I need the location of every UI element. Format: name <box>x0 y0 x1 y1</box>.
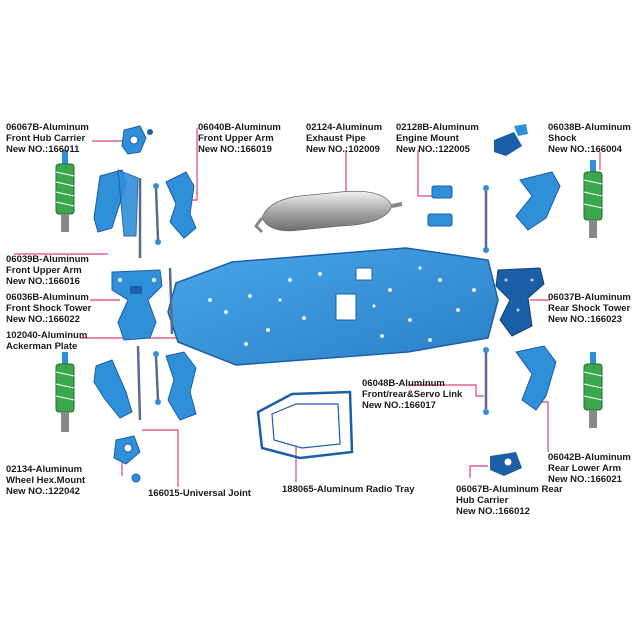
rear-lower-arm <box>515 345 557 411</box>
leader-servo-link <box>408 384 484 397</box>
label-front-shock-tower: 06036B-Aluminum Front Shock Tower New NO… <box>6 292 92 325</box>
rear-shock-tower <box>495 267 545 337</box>
leader-rear-hub <box>469 465 488 478</box>
label-exhaust-pipe: 02124-Aluminum Exhaust Pipe New NO.:1020… <box>306 122 383 155</box>
exhaust-pipe <box>254 190 403 234</box>
shock-left-top <box>55 150 75 232</box>
front-hub-carrier <box>121 125 153 155</box>
steering-links <box>136 178 488 421</box>
shock-right-bottom <box>583 352 603 428</box>
label-radio-tray: 188065-Aluminum Radio Tray <box>282 484 415 495</box>
leader-universal-joint <box>142 429 179 487</box>
leader-lines <box>14 128 601 487</box>
label-rear-shock-tower: 06037B-Aluminum Rear Shock Tower New NO.… <box>548 292 631 325</box>
label-front-upper-arm-top: 06040B-Aluminum Front Upper Arm New NO.:… <box>198 122 281 155</box>
wheel-hex-mount <box>131 473 141 483</box>
label-front-upper-arm-left: 06039B-Aluminum Front Upper Arm New NO.:… <box>6 254 89 287</box>
shock-right-top <box>583 160 603 238</box>
label-engine-mount: 02128B-Aluminum Engine Mount New NO.:122… <box>396 122 479 155</box>
label-front-hub-carrier: 06067B-Aluminum Front Hub Carrier New NO… <box>6 122 89 155</box>
shock-cap-top-right <box>494 124 528 156</box>
engine-mount <box>427 185 453 227</box>
front-upper-arm-top <box>165 171 197 239</box>
rear-upper-arm-right <box>515 171 561 231</box>
label-universal-joint: 166015-Universal Joint <box>148 488 251 499</box>
front-upper-arm-left <box>93 169 139 237</box>
radio-tray <box>256 390 354 460</box>
rear-hub-carrier <box>490 452 522 476</box>
front-hub-carrier-bottom <box>113 435 141 465</box>
shock-left-bottom <box>55 352 75 432</box>
front-lower-arm-mid <box>165 351 197 421</box>
label-wheel-hex-mount: 02134-Aluminum Wheel Hex.Mount New NO.:1… <box>6 464 86 497</box>
label-rear-lower-arm: 06042B-Aluminum Rear Lower Arm New NO.:1… <box>548 452 631 485</box>
leader-engine-mount <box>417 150 432 197</box>
label-servo-link: 06048B-Aluminum Front/rear&Servo Link Ne… <box>362 378 463 411</box>
label-ackerman-plate: 102040-Aluminum Ackerman Plate <box>6 330 88 352</box>
link-ends <box>153 183 489 415</box>
label-rear-hub-carrier: 06067B-Aluminum Rear Hub Carrier New NO.… <box>456 484 563 517</box>
label-shock: 06038B-Aluminum Shock New NO.:166004 <box>548 122 631 155</box>
front-lower-arm-left <box>93 359 133 419</box>
leader-rear-lower-arm <box>536 401 549 452</box>
front-shock-tower <box>111 269 163 341</box>
chassis-plate <box>167 247 499 366</box>
